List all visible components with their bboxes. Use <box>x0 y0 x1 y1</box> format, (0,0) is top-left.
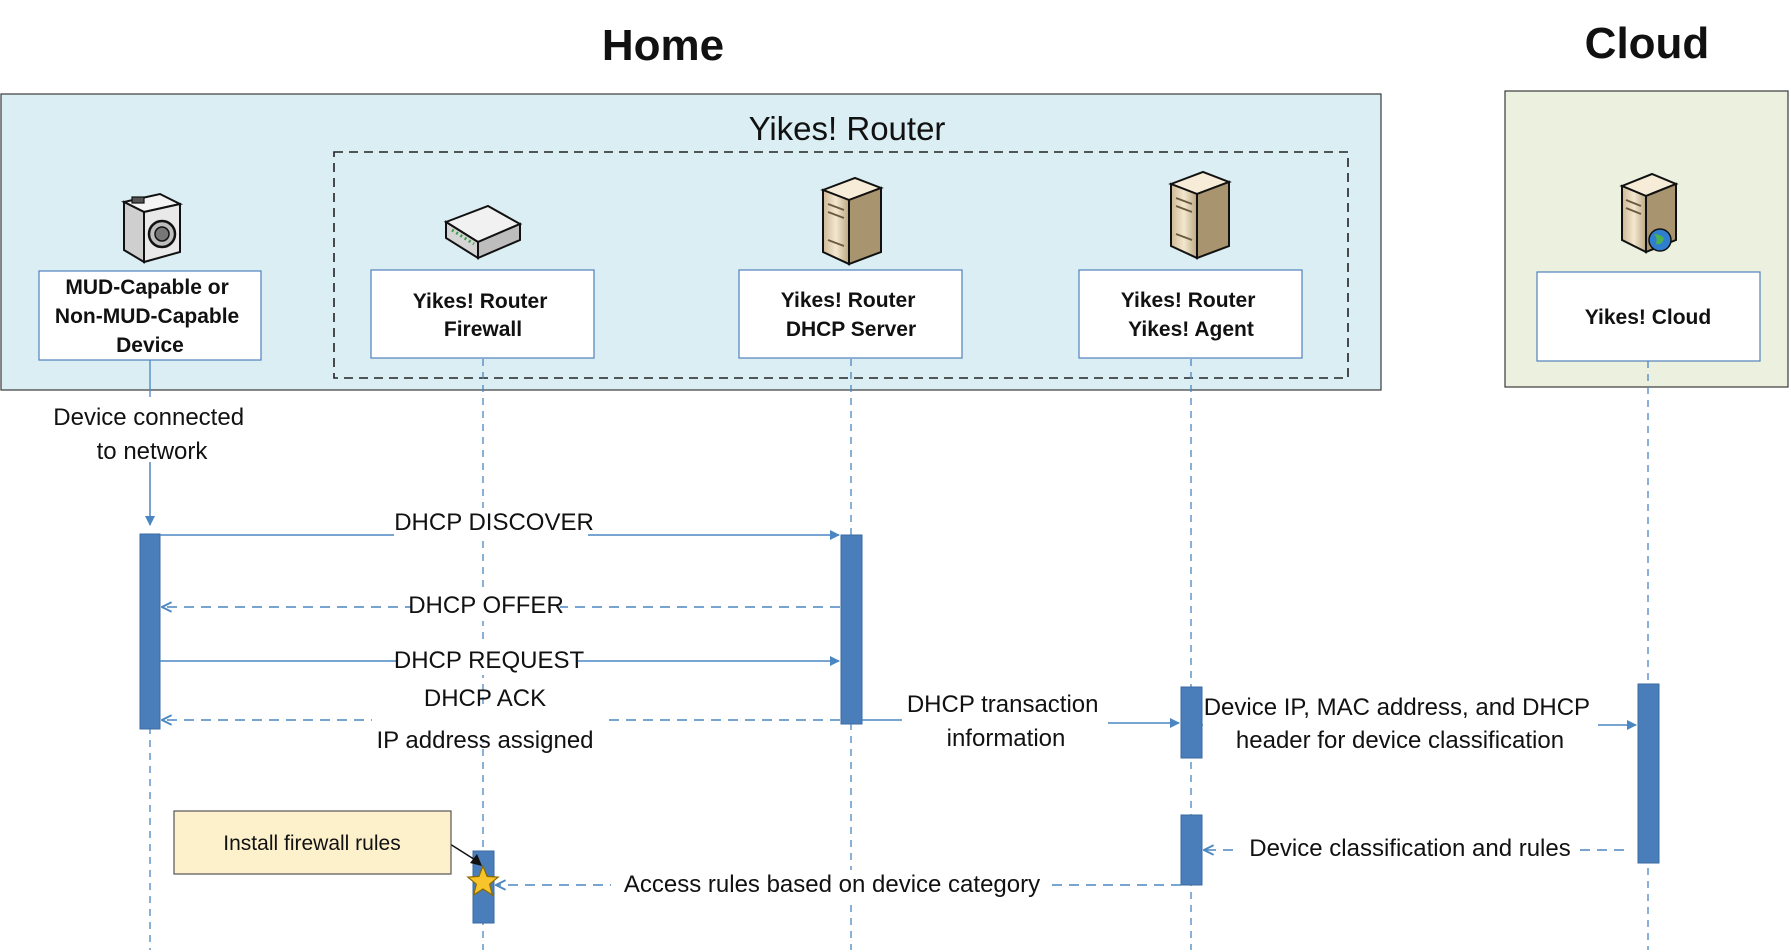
label-connected-line-1: Device connected <box>53 404 244 431</box>
star-icon <box>466 864 500 897</box>
svg-text:Yikes! Router Yikes! Age: Yikes! Router Yikes! Agent <box>1121 289 1261 341</box>
label-access-rules: Access rules based on device category <box>624 871 1040 898</box>
home-header: Home <box>602 21 724 70</box>
cloud-label-line-1: Yikes! Cloud <box>1585 306 1711 329</box>
firewall-label-line-2: Firewall <box>444 318 522 341</box>
label-ack: DHCP ACK <box>424 685 546 712</box>
firewall-label-line-1: Yikes! Router <box>413 290 548 313</box>
participant-agent: Yikes! Router Yikes! Agent <box>1078 269 1303 359</box>
label-ip-assigned: IP address assigned <box>376 727 593 754</box>
device-label-line-1: MUD-Capable or <box>65 276 228 299</box>
label-device-info-line-1: Device IP, MAC address, and DHCP <box>1204 694 1590 721</box>
router-group-border <box>333 151 1349 379</box>
label-classification: Device classification and rules <box>1249 835 1570 862</box>
cloud-header: Cloud <box>1585 19 1710 68</box>
svg-text:Yikes! Router DHCP Serve: Yikes! Router DHCP Server <box>781 289 921 341</box>
svg-text:MUD-Capable or Non-MUD-C: MUD-Capable or Non-MUD-Capable Device <box>55 276 245 357</box>
dhcp-label-line-1: Yikes! Router <box>781 289 916 312</box>
label-transaction: DHCP transaction information <box>907 691 1105 752</box>
label-transaction-line-2: information <box>947 725 1066 752</box>
dhcp-label-line-2: DHCP Server <box>786 318 916 341</box>
label-backgrounds <box>372 508 1598 900</box>
activation-agent-2 <box>1180 814 1203 886</box>
svg-text:Yikes! Router Firewall: Yikes! Router Firewall <box>413 290 553 341</box>
router-icon <box>443 204 523 260</box>
label-connected: Device connected to network <box>53 404 250 465</box>
agent-server-icon <box>1168 170 1232 260</box>
label-request: DHCP REQUEST <box>394 647 585 674</box>
note-text: Install firewall rules <box>223 832 400 855</box>
lifelines <box>149 359 1649 950</box>
device-label-line-2: Non-MUD-Capable <box>55 305 239 328</box>
agent-label-line-1: Yikes! Router <box>1121 289 1256 312</box>
participant-device: MUD-Capable or Non-MUD-Capable Device <box>38 270 262 361</box>
activation-agent-1 <box>1180 686 1203 759</box>
label-offer: DHCP OFFER <box>408 592 564 619</box>
label-connected-line-2: to network <box>97 438 209 465</box>
participant-cloud: Yikes! Cloud <box>1536 271 1761 362</box>
camera-icon <box>121 192 183 264</box>
participant-firewall: Yikes! Router Firewall <box>370 269 595 359</box>
router-group-title: Yikes! Router <box>749 110 946 147</box>
label-transaction-line-1: DHCP transaction <box>907 691 1099 718</box>
activation-dhcp <box>840 534 863 725</box>
label-device-info: Device IP, MAC address, and DHCP header … <box>1204 694 1597 754</box>
note-pointer-head <box>470 854 482 866</box>
agent-label-line-2: Yikes! Agent <box>1128 318 1254 341</box>
label-device-info-line-2: header for device classification <box>1236 727 1564 754</box>
label-discover: DHCP DISCOVER <box>394 509 594 536</box>
device-label-line-3: Device <box>116 334 184 357</box>
svg-text:Yikes! Cloud: Yikes! Cloud <box>1585 306 1711 329</box>
participant-dhcp: Yikes! Router DHCP Server <box>738 269 963 359</box>
activation-device <box>139 533 161 730</box>
cloud-server-icon <box>1619 172 1679 254</box>
dhcp-server-icon <box>820 176 884 266</box>
note-install-firewall: Install firewall rules <box>173 810 452 875</box>
activation-cloud <box>1637 683 1660 864</box>
